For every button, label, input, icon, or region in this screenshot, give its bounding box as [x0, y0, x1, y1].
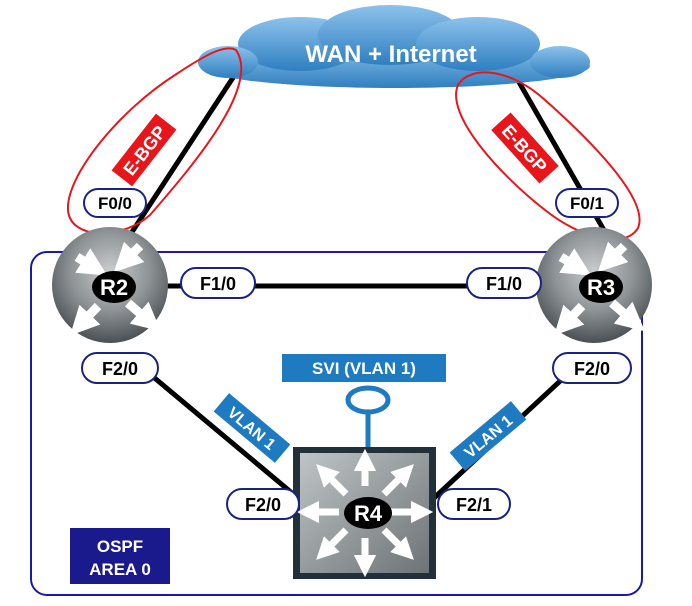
router-r3-label: R3 [587, 275, 615, 300]
svi-tag-label: SVI (VLAN 1) [312, 359, 416, 378]
router-r2[interactable]: R2 [52, 227, 168, 343]
interface-r3-f10: F1/0 [466, 267, 542, 299]
link-r2-wan [129, 68, 241, 234]
vlan-right-tag: VLAN 1 [449, 401, 527, 471]
interface-r4-f20: F2/0 [226, 488, 300, 520]
ospf-area-line1: OSPF [97, 537, 143, 556]
svg-text:F0/0: F0/0 [98, 194, 132, 213]
switch-r4[interactable]: R4 [293, 447, 436, 579]
svg-text:F0/1: F0/1 [570, 194, 604, 213]
svg-text:F2/1: F2/1 [456, 495, 492, 515]
interface-r3-f20: F2/0 [552, 352, 632, 384]
svg-text:F1/0: F1/0 [486, 274, 522, 294]
svg-text:F1/0: F1/0 [200, 274, 236, 294]
svg-text:F2/0: F2/0 [102, 359, 138, 379]
svi-connector [345, 385, 391, 452]
interface-r2-f20: F2/0 [81, 352, 159, 384]
ospf-area-line2: AREA 0 [89, 560, 151, 579]
router-r2-label: R2 [100, 275, 128, 300]
svg-text:F2/0: F2/0 [574, 359, 610, 379]
switch-r4-label: R4 [354, 501, 383, 526]
interface-r2-f10: F1/0 [180, 267, 256, 299]
cloud-label: WAN + Internet [305, 41, 476, 68]
svg-text:F2/0: F2/0 [245, 495, 281, 515]
link-r2-r4 [143, 368, 300, 500]
ospf-area-boundary [30, 251, 643, 596]
router-r3[interactable]: R3 [536, 227, 652, 343]
wan-internet-cloud: WAN + Internet [198, 5, 590, 88]
interface-r3-f01: F0/1 [555, 188, 619, 218]
interface-r2-f00: F0/0 [83, 188, 147, 218]
vlan-left-tag: VLAN 1 [213, 393, 291, 463]
interface-r4-f21: F2/1 [437, 488, 511, 520]
svi-tag: SVI (VLAN 1) [282, 354, 446, 382]
ospf-area-label-box: OSPF AREA 0 [70, 528, 170, 584]
